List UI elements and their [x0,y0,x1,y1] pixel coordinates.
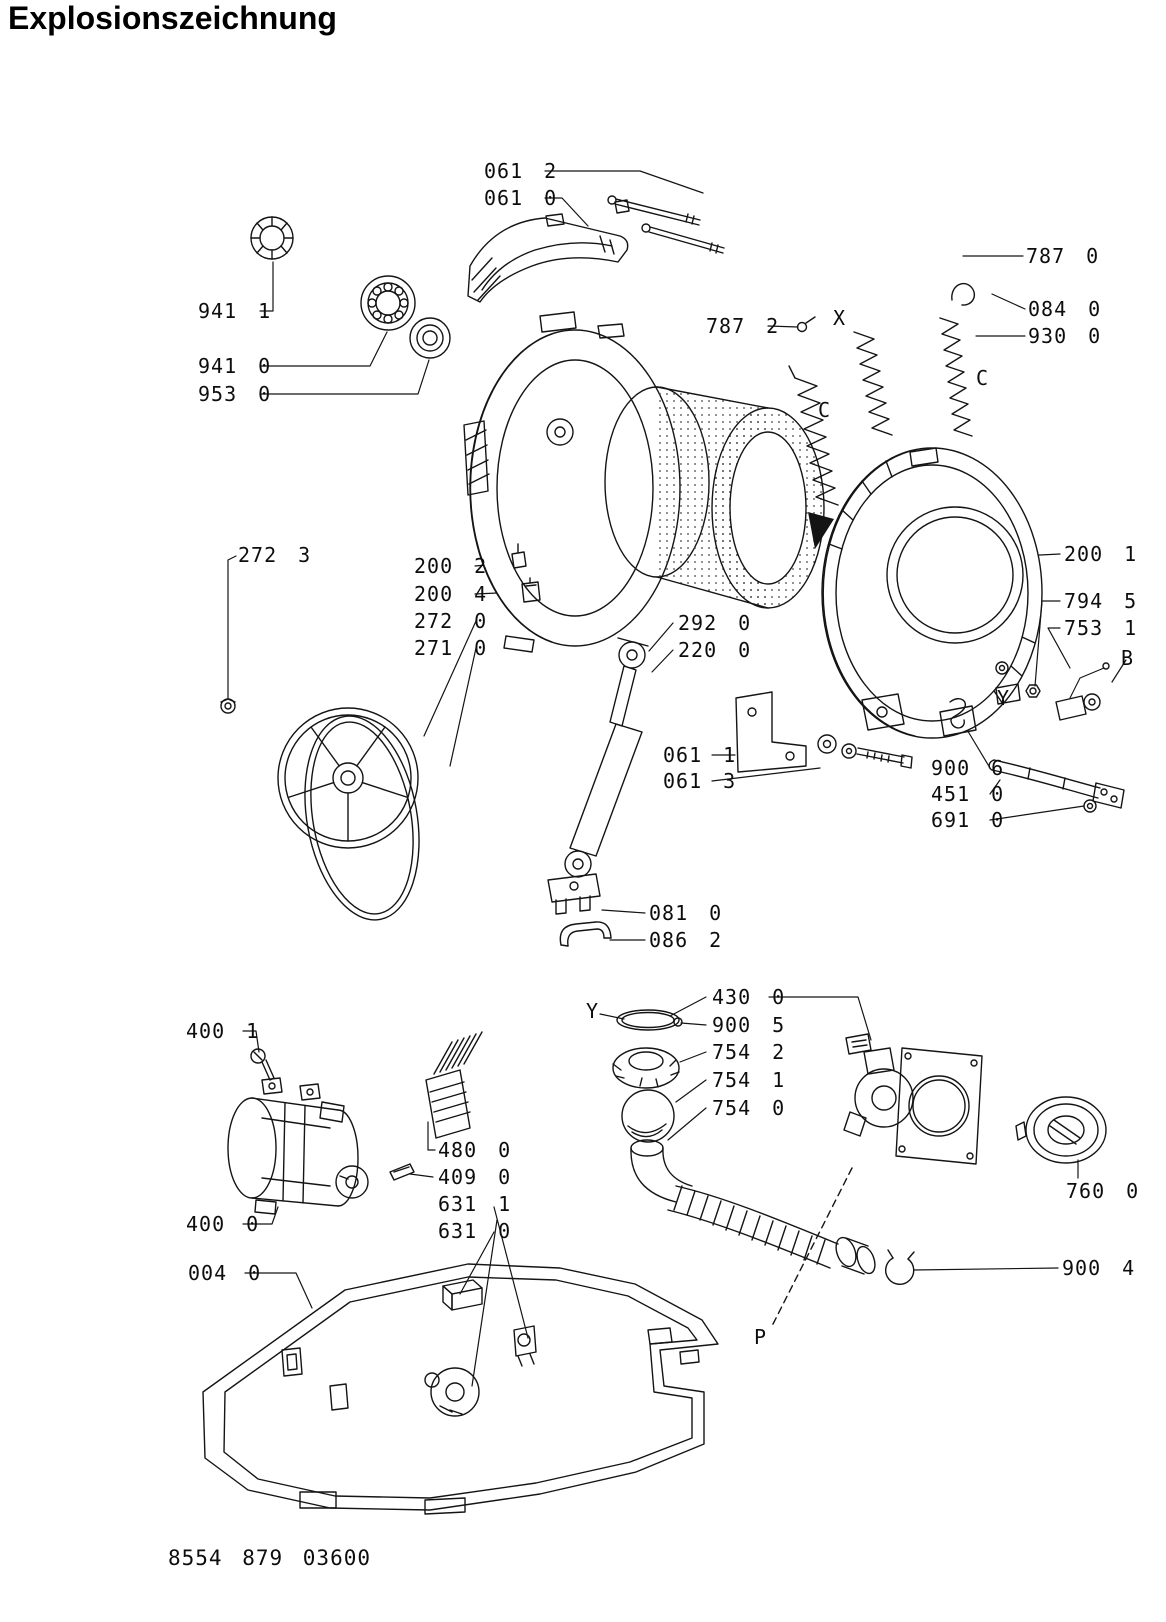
filter-cap-760-0 [1015,1096,1107,1164]
part-label: 787 0 [1026,244,1100,268]
part-label: 430 0 [712,985,786,1009]
part-label: P [754,1325,768,1349]
part-label: 400 0 [186,1212,260,1236]
hose-clamp-900-4 [885,1249,915,1285]
nut-272-3 [220,698,236,714]
part-200-4 [521,577,541,603]
damper-bracket-081-0 [547,873,601,915]
part-label: 794 5 [1064,589,1138,613]
front-bearing-ring [821,447,1043,739]
bracket-061-1 [735,691,807,773]
part-label: 930 0 [1028,324,1102,348]
part-label: 272 3 [238,543,312,567]
dashed-p-line [771,1167,853,1327]
elbow-754-0 [630,1139,693,1203]
part-label: 900 5 [712,1013,786,1037]
part-label: 271 0 [414,636,488,660]
part-label: 941 0 [198,354,272,378]
part-label: B [1121,646,1135,670]
part-label: 787 2 [706,314,780,338]
part-label: 004 0 [188,1261,262,1285]
cable-clamp-631-1 [513,1325,537,1367]
part-label: 086 2 [649,928,723,952]
clip-787-2 [796,321,808,333]
part-200-2 [511,543,527,569]
part-label: 451 0 [931,782,1005,806]
bolt-washers-061-3 [817,734,913,769]
pressure-switch-631-0 [442,1279,483,1311]
part-label: 200 1 [1064,542,1138,566]
heating-element-451-0 [988,759,1125,813]
part-label: Y [997,686,1011,710]
part-label: 409 0 [438,1165,512,1189]
belt-271-0 [304,715,420,921]
part-label: C [818,398,832,422]
part-label: 084 0 [1028,297,1102,321]
shock-absorber [564,637,649,878]
part-label: 754 0 [712,1096,786,1120]
motor-screw-400-1 [250,1048,275,1081]
part-label: 200 4 [414,582,488,606]
motor-400-0 [227,1077,369,1215]
part-label: 753 1 [1064,616,1138,640]
ball-754-1 [621,1089,675,1143]
part-label: Y [586,999,600,1023]
part-label: 941 1 [198,299,272,323]
part-label: 292 0 [678,611,752,635]
drain-hose [667,1185,876,1275]
part-label: 754 2 [712,1040,786,1064]
part-409-0 [389,1163,415,1181]
part-label: 400 1 [186,1019,260,1043]
drum [604,386,825,609]
part-label: 061 3 [663,769,737,793]
part-label: 900 6 [931,756,1005,780]
part-label: 200 2 [414,554,488,578]
part-label: 631 0 [438,1219,512,1243]
pump-assembly [843,1033,983,1165]
bearing-941-1 [250,216,294,260]
part-label: 691 0 [931,808,1005,832]
part-label: 220 0 [678,638,752,662]
thermostat-753-1 [1055,662,1110,721]
ball-bearing-941-0 [360,275,416,331]
part-label: 480 0 [438,1138,512,1162]
mounting-bolts-061-2 [607,195,725,254]
part-label: 760 0 [1066,1179,1140,1203]
base-plate-004-0 [202,1263,719,1515]
part-label: 061 0 [484,186,558,210]
part-label: 953 0 [198,382,272,406]
nut-691-0 [1083,799,1097,813]
part-label: X [833,306,847,330]
part-label: 272 0 [414,609,488,633]
clamp-086-2 [559,921,612,947]
part-label: 081 0 [649,901,723,925]
clamp-ring-430-0 [616,1009,683,1031]
leader-lines [227,170,1127,1387]
hook-084-0 [951,282,976,306]
connector-480-0 [425,1031,483,1139]
seal-754-2 [612,1047,680,1089]
s-hook-900-6 [949,698,967,729]
part-label: 061 2 [484,159,558,183]
part-label: 900 4 [1062,1256,1136,1280]
doc-number: 8554 879 03600 [168,1546,372,1570]
counterweight-061-0 [467,213,629,303]
part-label: 061 1 [663,743,737,767]
page-title: Explosionszeichnung [8,0,337,36]
part-label: C [976,366,990,390]
seal-953-0 [409,317,451,359]
part-label: 754 1 [712,1068,786,1092]
part-label: 631 1 [438,1192,512,1216]
suspension-springs [788,282,976,506]
nut-794-5 [1025,684,1041,698]
